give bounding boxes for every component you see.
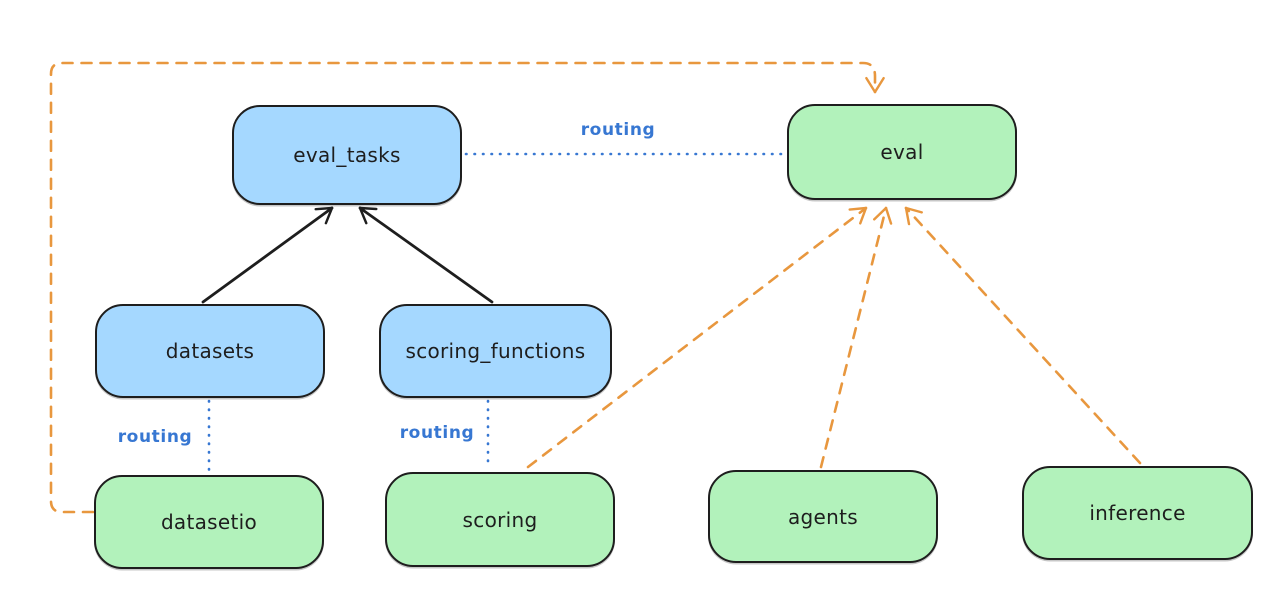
routing-label-eval-tasks-eval: routing [580, 120, 656, 140]
node-scoring-label: scoring [462, 507, 538, 532]
node-eval-tasks-label: eval_tasks [293, 143, 401, 167]
edge-agents-to-eval [819, 206, 893, 469]
node-scoring: scoring [385, 472, 615, 567]
routing-label-datasets-datasetio: routing [117, 427, 193, 447]
edge-scoring-to-eval [526, 206, 868, 469]
node-eval: eval [787, 104, 1017, 200]
edge-datasets-to-eval-tasks [201, 206, 334, 304]
node-agents-label: agents [788, 504, 858, 529]
routing-label-scoring-functions-scoring: routing [399, 423, 475, 443]
node-scoring-functions-label: scoring_functions [405, 339, 586, 363]
edge-inference-to-eval [904, 206, 1142, 465]
node-datasetio-label: datasetio [160, 510, 258, 534]
edge-scoring-functions-to-eval-tasks [358, 206, 494, 304]
node-datasets-label: datasets [165, 339, 255, 363]
node-inference: inference [1022, 466, 1253, 560]
edge-datasetio-to-eval [49, 61, 885, 514]
node-inference-label: inference [1089, 501, 1186, 525]
node-datasetio: datasetio [94, 475, 324, 569]
node-eval-label: eval [880, 140, 924, 164]
node-datasets: datasets [95, 304, 325, 398]
node-scoring-functions: scoring_functions [379, 304, 612, 398]
node-eval-tasks: eval_tasks [232, 105, 462, 205]
node-agents: agents [708, 470, 938, 563]
